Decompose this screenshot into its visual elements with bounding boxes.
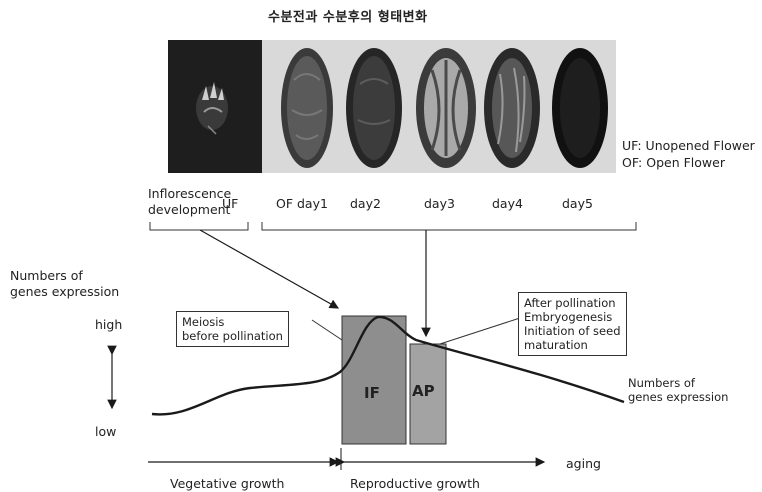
bracket-of-days	[262, 222, 636, 230]
arrow-inflorescence-to-if	[200, 230, 338, 308]
after-pollination-box: After pollination Embryogenesis Initiati…	[518, 292, 627, 356]
curve-label-line1: Numbers of	[628, 376, 695, 390]
after-line2: Embryogenesis	[524, 310, 621, 324]
vegetative-growth-label: Vegetative growth	[170, 476, 284, 491]
meiosis-line1: Meiosis	[182, 315, 283, 329]
after-line4: maturation	[524, 338, 621, 352]
label-if: IF	[364, 386, 380, 401]
meiosis-callout-line	[312, 320, 342, 340]
meiosis-line2: before pollination	[182, 329, 283, 343]
aging-label: aging	[566, 456, 601, 471]
after-callout-line	[440, 318, 520, 344]
label-ap: AP	[412, 384, 435, 399]
reproductive-growth-label: Reproductive growth	[350, 476, 480, 491]
meiosis-box: Meiosis before pollination	[176, 311, 289, 347]
after-line3: Initiation of seed	[524, 324, 621, 338]
after-line1: After pollination	[524, 296, 621, 310]
bracket-uf	[150, 222, 248, 230]
bar-if	[342, 316, 406, 444]
curve-label-line2: genes expression	[628, 390, 728, 404]
